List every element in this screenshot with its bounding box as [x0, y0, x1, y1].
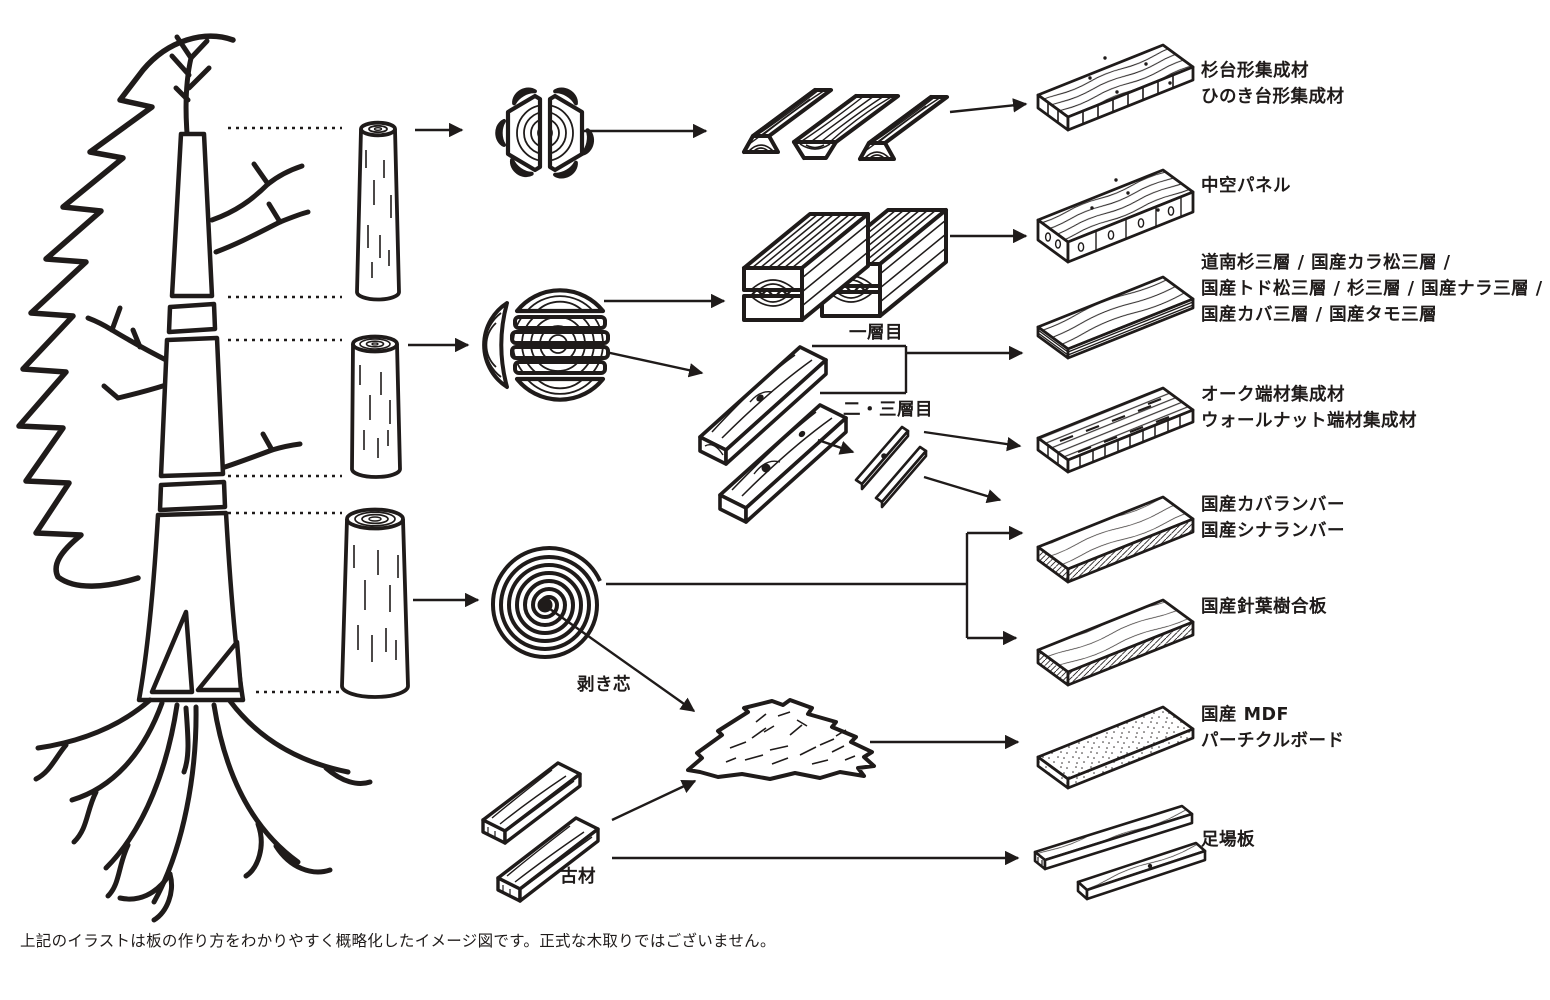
product-label-line: オーク端材集成材	[1201, 385, 1345, 405]
product-label-line: 国産針葉樹合板	[1201, 597, 1327, 617]
product-label-line: 中空パネル	[1201, 176, 1291, 196]
product-label-line: 杉台形集成材	[1201, 61, 1309, 81]
product-label-line: 足場板	[1201, 830, 1255, 850]
stump-flare-2	[195, 639, 244, 693]
product-label-mdf: 国産 MDF パーチクルボード	[1201, 702, 1344, 754]
panel-trapezoid-glulam	[1036, 43, 1195, 132]
panel-three-layer	[1036, 275, 1195, 360]
board-1	[698, 345, 828, 466]
arrow-oldwood-to-chips	[611, 779, 697, 822]
label-reclaimed-wood: 古材	[560, 867, 596, 887]
product-label-lumber-core: 国産カバランバー 国産シナランバー	[1201, 492, 1345, 544]
product-label-line: 国産シナランバー	[1201, 521, 1345, 541]
peeler-core-dot	[537, 597, 553, 613]
trapezoid-lumber-pieces	[742, 88, 949, 161]
panel-softwood-plywood	[1036, 598, 1195, 687]
panel-lumber-core	[1036, 495, 1195, 584]
product-label-line: 国産 MDF	[1201, 705, 1289, 725]
log-crosscut-trapezoid	[495, 83, 597, 183]
cut-guide-lines	[228, 126, 342, 694]
product-label-line: パーチクルボード	[1201, 731, 1345, 751]
panel-offcut-glulam	[1036, 386, 1195, 474]
arrow-offcuts-to-panel5	[923, 475, 1002, 504]
log-top	[355, 120, 401, 302]
label-first-layer: 一層目	[849, 323, 903, 343]
conifer-tree	[16, 33, 373, 923]
log-middle	[350, 334, 402, 479]
offcut-sticks	[854, 425, 928, 509]
product-label-offcut-glulam: オーク端材集成材 ウォールナット端材集成材	[1201, 382, 1417, 434]
hollow-panel-assembly	[742, 208, 948, 322]
label-peeled-core: 剥き芯	[577, 675, 631, 695]
arrow-boards-to-offcuts	[817, 438, 855, 455]
footnote: 上記のイラストは板の作り方をわかりやすく概略化したイメージ図です。正式な木取りで…	[20, 932, 776, 950]
log-sliced-boards	[482, 288, 610, 402]
board-2	[718, 403, 848, 524]
product-label-hollow-panel: 中空パネル	[1201, 173, 1291, 199]
tree-top-shoot	[169, 34, 212, 136]
reclaimed-lumber	[481, 761, 600, 903]
trunk-segment-middle	[158, 335, 226, 479]
product-label-softwood-plywood: 国産針葉樹合板	[1201, 594, 1327, 620]
veneer-branch-lines	[606, 533, 969, 638]
product-label-scaffold-board: 足場板	[1201, 827, 1255, 853]
product-label-line: ウォールナット端材集成材	[1201, 411, 1417, 431]
trunk-cut-ring-2	[157, 479, 228, 513]
product-label-line: 道南杉三層 / 国産カラ松三層 /	[1201, 253, 1451, 273]
rotary-peel-spiral	[490, 546, 602, 659]
panel-mdf	[1036, 705, 1195, 790]
arrow-offcuts-to-panel4	[923, 430, 1022, 452]
arrow-core-to-chips	[549, 608, 696, 712]
layer-bracket	[812, 344, 908, 395]
product-label-line: 国産カバランバー	[1201, 495, 1345, 515]
sawn-boards	[698, 345, 848, 524]
product-label-line: 国産トド松三層 / 杉三層 / 国産ナラ三層 /	[1201, 279, 1543, 299]
panel-hollow	[1036, 168, 1195, 264]
trunk-stump	[136, 510, 246, 703]
stump-flare-1	[149, 609, 195, 695]
tree-roots	[33, 697, 373, 923]
product-label-trapezoid-glulam: 杉台形集成材 ひのき台形集成材	[1201, 58, 1344, 110]
trunk-segment-top	[169, 131, 215, 299]
arrow-trapezoids-to-panel1	[949, 98, 1028, 114]
arrow-slices-to-boards	[591, 347, 704, 378]
label-second-third-layer: 二・三層目	[843, 400, 933, 420]
product-label-three-layer: 道南杉三層 / 国産カラ松三層 / 国産トド松三層 / 杉三層 / 国産ナラ三層…	[1201, 250, 1543, 328]
log-bottom	[340, 507, 410, 699]
panel-scaffold-boards	[1033, 804, 1207, 901]
product-label-line: 国産カバ三層 / 国産タモ三層	[1201, 305, 1438, 325]
product-label-line: ひのき台形集成材	[1201, 87, 1345, 107]
trunk-cut-ring-1	[166, 301, 218, 335]
foliage-outline	[16, 33, 236, 589]
wood-chip-pile	[686, 698, 876, 781]
